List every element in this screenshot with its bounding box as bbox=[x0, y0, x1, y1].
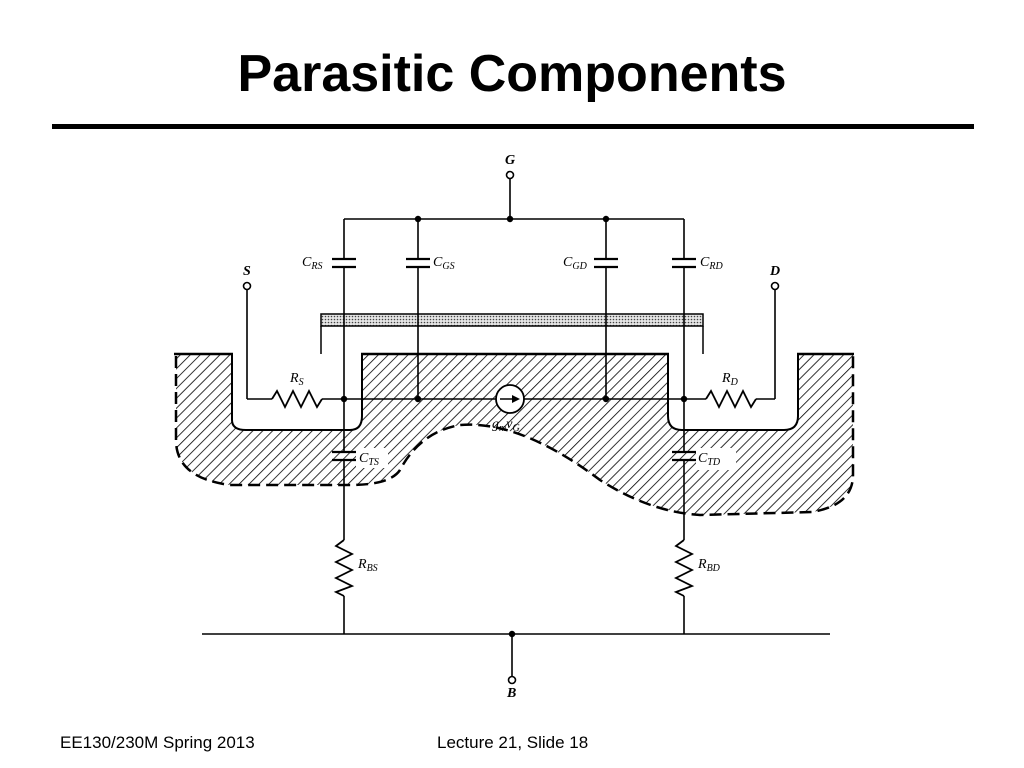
resistor-zigzags bbox=[271, 388, 757, 597]
junction-dots bbox=[340, 215, 688, 638]
source-well bbox=[231, 355, 363, 431]
gate-terminal-label: G bbox=[505, 153, 515, 168]
cts-label-bg bbox=[356, 448, 388, 468]
title-underline bbox=[52, 124, 974, 129]
ctd-label-bg bbox=[696, 448, 736, 470]
depletion-boundary bbox=[174, 356, 855, 517]
capacitor-plates bbox=[332, 257, 696, 462]
gate-electrode bbox=[320, 313, 704, 327]
cgd-label: CGD bbox=[563, 255, 588, 272]
rbs-label: RBS bbox=[357, 557, 378, 574]
rd-label: RD bbox=[721, 371, 739, 388]
source-terminal-label: S bbox=[243, 264, 251, 279]
rs-label: RS bbox=[289, 371, 304, 388]
rbd-label: RBD bbox=[697, 557, 721, 574]
body-terminal-label: B bbox=[506, 686, 516, 701]
gm-vg-label: gmvG bbox=[492, 417, 520, 434]
drain-terminal-label: D bbox=[769, 264, 780, 279]
slide-title: Parasitic Components bbox=[237, 45, 787, 103]
drain-well bbox=[667, 355, 799, 431]
cts-label: CTS bbox=[359, 451, 379, 468]
current-source-gm bbox=[495, 384, 525, 414]
footer-slide-number: Lecture 21, Slide 18 bbox=[437, 733, 589, 752]
footer-course: EE130/230M Spring 2013 bbox=[60, 733, 255, 752]
crd-label: CRD bbox=[700, 255, 723, 272]
crs-label: CRS bbox=[302, 255, 322, 272]
terminal-nodes bbox=[242, 170, 780, 685]
cgs-label: CGS bbox=[433, 255, 455, 272]
ctd-label: CTD bbox=[698, 451, 721, 468]
circuit-wires bbox=[202, 178, 830, 676]
gate-oxide bbox=[320, 326, 704, 354]
